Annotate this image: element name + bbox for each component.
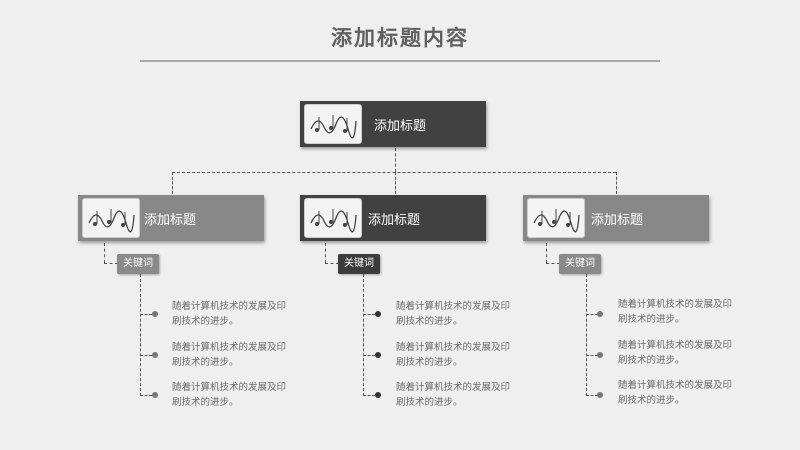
list-item: 随着计算机技术的发展及印刷技术的进步。 — [396, 301, 511, 327]
keyword-3-hconnector — [546, 263, 560, 264]
branch-3-connector — [616, 172, 617, 194]
list-item: 随着计算机技术的发展及印刷技术的进步。 — [618, 340, 733, 366]
item-tick — [586, 314, 598, 315]
list-item: 随着计算机技术的发展及印刷技术的进步。 — [396, 342, 511, 368]
branch-label-2: 添加标题 — [368, 212, 421, 228]
bullet-dot — [597, 392, 603, 398]
items-3-spine — [586, 274, 587, 396]
item-tick — [363, 355, 375, 356]
keyword-2-connector — [325, 243, 326, 263]
keyword-1-hconnector — [104, 263, 118, 264]
branch-node-1: 添加标题 — [78, 195, 264, 241]
list-item: 随着计算机技术的发展及印刷技术的进步。 — [618, 299, 733, 325]
branch-1-connector — [172, 172, 173, 194]
list-item: 随着计算机技术的发展及印刷技术的进步。 — [618, 380, 733, 406]
root-node: 添加标题 — [300, 101, 486, 147]
keyword-3-connector — [546, 243, 547, 263]
bullet-dot — [597, 311, 603, 317]
item-tick — [586, 395, 598, 396]
branch-2-connector — [395, 172, 396, 194]
branch-node-2: 添加标题 — [300, 195, 486, 241]
music-notes-icon — [527, 198, 585, 238]
music-notes-icon — [82, 198, 140, 238]
keyword-tag-1: 关键词 — [117, 254, 159, 274]
bullet-dot — [597, 352, 603, 358]
item-tick — [363, 314, 375, 315]
bullet-dot — [152, 352, 158, 358]
item-tick — [586, 355, 598, 356]
bullet-dot — [375, 352, 381, 358]
title-divider — [140, 60, 660, 62]
list-item: 随着计算机技术的发展及印刷技术的进步。 — [172, 382, 287, 408]
music-notes-icon — [304, 104, 362, 144]
keyword-tag-2: 关键词 — [338, 254, 380, 274]
item-tick — [140, 395, 152, 396]
bullet-dot — [375, 311, 381, 317]
item-tick — [363, 395, 375, 396]
items-1-spine — [140, 274, 141, 396]
list-item: 随着计算机技术的发展及印刷技术的进步。 — [396, 382, 511, 408]
branch-node-3: 添加标题 — [523, 195, 709, 241]
list-item: 随着计算机技术的发展及印刷技术的进步。 — [172, 301, 287, 327]
item-tick — [140, 355, 152, 356]
branch-label-3: 添加标题 — [591, 212, 644, 228]
items-2-spine — [363, 274, 364, 396]
item-tick — [140, 314, 152, 315]
list-item: 随着计算机技术的发展及印刷技术的进步。 — [172, 342, 287, 368]
branch-label-1: 添加标题 — [144, 212, 197, 228]
keyword-tag-3: 关键词 — [559, 254, 601, 274]
root-connector — [395, 148, 396, 172]
bullet-dot — [152, 392, 158, 398]
root-label: 添加标题 — [374, 118, 427, 134]
branch-bus-connector — [172, 172, 616, 173]
music-notes-icon — [304, 198, 362, 238]
bullet-dot — [375, 392, 381, 398]
page-title: 添加标题内容 — [331, 26, 469, 50]
keyword-1-connector — [104, 243, 105, 263]
bullet-dot — [152, 311, 158, 317]
keyword-2-hconnector — [325, 263, 339, 264]
